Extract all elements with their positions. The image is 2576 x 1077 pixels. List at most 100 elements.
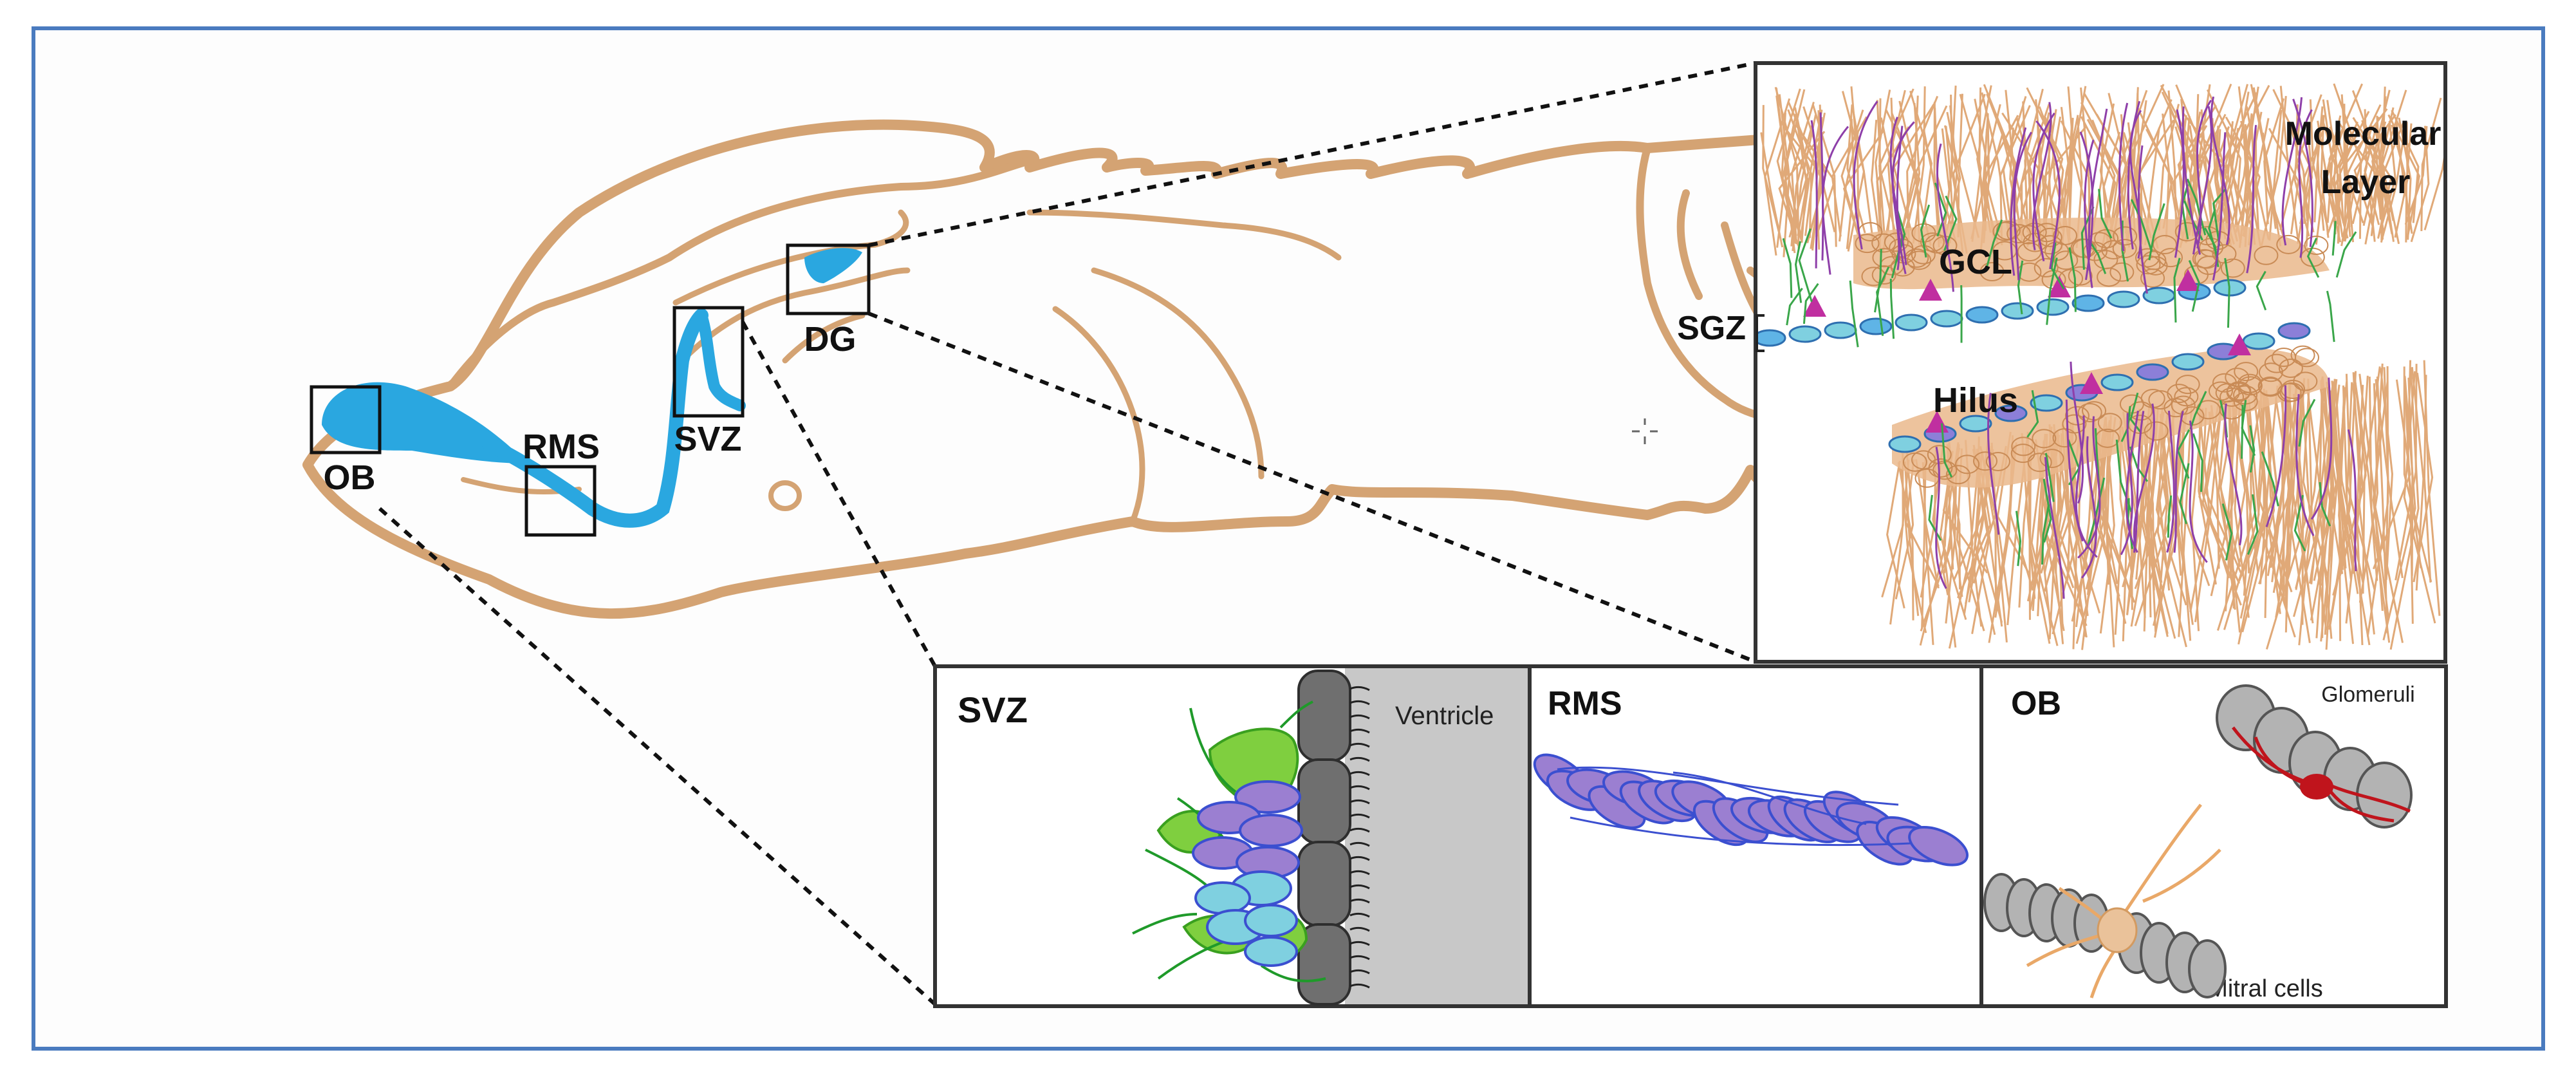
dendrite [2293,380,2328,617]
dendrite [1787,109,1813,238]
progenitor-cell [2142,286,2176,304]
granule-cell [1871,233,1896,253]
dendrite [2320,115,2330,238]
progenitor-cell [2071,294,2105,312]
granule-cell [2062,414,2087,434]
cilium [1349,841,1370,847]
dendrite [2361,120,2380,236]
neuroblast-process [1570,816,1912,847]
glia-process [2179,463,2190,525]
cortical-boundary [447,157,1033,390]
glia-process [2189,391,2207,430]
granule-cell [1972,451,1997,471]
glomeruli-label: Glomeruli [2321,682,2414,707]
dendrite [2391,124,2410,222]
cilium [1349,686,1370,691]
dendrite [2333,133,2339,225]
dendrite [2423,360,2441,616]
glia-process [2129,392,2142,433]
astrocyte-process [1145,848,1211,890]
neuron-dendrite [2010,127,2027,276]
dendrite [2288,121,2308,221]
glia-process [1798,228,1813,303]
glia-process [1889,278,1895,339]
glia-process [2050,242,2065,290]
granule-cell [2226,382,2251,402]
dendrite [2358,383,2379,603]
dendrite [2376,115,2393,234]
dendrite [2091,119,2116,232]
glia-process [2188,259,2200,312]
neuron-dendrite [1889,117,1907,265]
neuron-dendrite [2070,361,2084,504]
neuron-dendrite [2120,413,2133,556]
dendrite [2284,391,2304,607]
immature-neuron-soma [2080,372,2103,394]
box-svz [672,306,745,418]
dendrite [2211,133,2229,229]
glia-process [1849,280,1859,348]
glia-process [1786,288,1803,326]
glia-process [2212,189,2226,246]
dendrite [2387,114,2420,238]
granule-cell [1945,465,1970,485]
dendrite [2252,87,2282,247]
dendrite [1984,104,2001,231]
dendrite [1886,460,1905,609]
dendrite [1799,109,1823,238]
granule-cell [2037,235,2062,255]
dendrite [1817,110,1836,232]
glia-process [2026,390,2039,438]
granule-cell [2010,444,2035,464]
rms-panel: RMS [1528,664,1983,1008]
glia-process [2298,398,2316,447]
dendrite [2389,367,2420,650]
dendrite [1880,117,1896,252]
granule-cell [2109,262,2135,282]
glia-process [1874,248,1882,313]
granule-cell [2294,348,2319,368]
granule-cell [2097,413,2122,433]
granule-cell [2258,362,2283,382]
astrocyte-process [1279,700,1313,729]
neuron-dendrite [2212,132,2227,281]
cilium [1349,827,1370,833]
dendrite [2149,403,2164,632]
glia-process [2326,290,2335,342]
label-hilus: Hilus [1933,381,2018,420]
progenitor-cell [1824,321,1857,339]
dendrite [1902,102,1921,245]
granule-cell [2152,234,2177,254]
granule-cell-ob [2026,803,2221,998]
neuron-dendrite [1896,126,1907,274]
dendrite [1776,88,1801,234]
neuron-dendrite [2044,456,2065,599]
progenitor-cell [1994,404,2028,422]
cilium [1349,969,1370,975]
astrocyte-process [1260,964,1326,982]
dendrite [2227,113,2253,240]
dendrite [2182,112,2229,226]
glia-process [2192,433,2203,492]
label-svz: SVZ [674,420,741,458]
cilium [1349,983,1370,989]
glia-process [2335,231,2357,278]
immature-neuron-soma [2176,269,2200,291]
dendrite [2262,133,2285,239]
granule-cell [2064,406,2090,426]
leader-dg-top [868,61,1756,247]
dendrite [2339,111,2370,223]
granule-cell [2143,256,2168,276]
granule-cell [2027,453,2052,473]
granule-cell [1884,232,1909,252]
cilium [1349,926,1370,932]
granule-cell [2068,266,2093,286]
dendrite [2238,393,2265,645]
glia-process [2241,404,2244,459]
neuron-dendrite [1810,120,1818,268]
box-ob [310,385,382,454]
dendrite [2423,157,2443,230]
progenitor-cell [1959,415,1992,433]
glia-process [1943,195,1958,251]
immature-neuron-soma [2048,276,2071,297]
